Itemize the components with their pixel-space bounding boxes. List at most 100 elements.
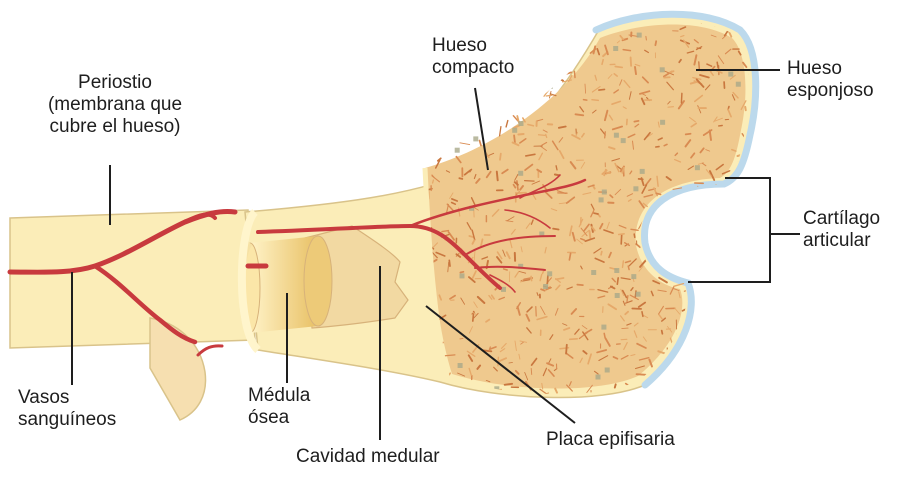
spongy-fleck	[710, 131, 711, 141]
spongy-fleck	[699, 213, 706, 214]
leader-cartilage-bracket	[688, 178, 770, 282]
spongy-fleck	[594, 213, 598, 214]
spongy-fleck	[550, 19, 555, 27]
spongy-fleck	[443, 20, 444, 25]
spongy-fleck	[688, 223, 692, 224]
spongy-fleck	[438, 123, 447, 124]
spongy-fleck	[506, 121, 508, 127]
spongy-dot	[458, 363, 463, 368]
spongy-fleck	[692, 331, 699, 338]
spongy-fleck	[423, 18, 424, 23]
spongy-fleck	[758, 40, 759, 45]
label-periosteum-line-3: cubre el hueso)	[20, 116, 210, 138]
label-articular-cartilage: Cartílago articular	[803, 208, 880, 252]
spongy-fleck	[570, 339, 578, 340]
spongy-fleck	[684, 238, 690, 245]
spongy-fleck	[575, 28, 580, 36]
spongy-dot	[705, 193, 710, 198]
spongy-fleck	[508, 15, 515, 20]
spongy-fleck	[652, 236, 662, 237]
spongy-fleck	[582, 28, 586, 31]
spongy-fleck	[676, 405, 677, 415]
spongy-fleck	[428, 52, 429, 58]
spongy-fleck	[488, 84, 494, 85]
spongy-fleck	[569, 253, 570, 260]
spongy-fleck	[581, 399, 586, 407]
spongy-fleck	[703, 220, 710, 226]
label-bone-marrow-line-1: Médula	[248, 385, 310, 407]
spongy-fleck	[590, 29, 591, 35]
spongy-fleck	[578, 10, 581, 11]
spongy-fleck	[560, 399, 562, 402]
spongy-fleck	[484, 19, 486, 28]
label-compact-bone: Hueso compacto	[432, 35, 514, 79]
spongy-fleck	[612, 11, 614, 20]
spongy-fleck	[726, 342, 728, 346]
spongy-fleck	[698, 344, 700, 350]
spongy-fleck	[541, 289, 545, 290]
spongy-dot	[601, 325, 606, 330]
spongy-fleck	[469, 236, 473, 237]
spongy-dot	[615, 293, 620, 298]
label-periosteum-line-2: (membrana que	[20, 94, 210, 116]
spongy-fleck	[736, 12, 743, 13]
spongy-dot	[660, 120, 665, 125]
spongy-fleck	[559, 127, 566, 128]
spongy-fleck	[714, 235, 719, 240]
spongy-fleck	[741, 20, 746, 25]
spongy-fleck	[619, 234, 624, 235]
spongy-fleck	[454, 24, 457, 25]
spongy-fleck	[719, 207, 723, 210]
spongy-dot	[614, 268, 619, 273]
spongy-fleck	[489, 23, 495, 26]
spongy-fleck	[657, 238, 660, 243]
spongy-fleck	[559, 53, 561, 55]
spongy-dot	[614, 133, 619, 138]
spongy-fleck	[713, 388, 715, 395]
spongy-fleck	[681, 212, 684, 221]
spongy-fleck	[734, 324, 738, 327]
spongy-fleck	[487, 22, 488, 29]
label-compact-bone-line-2: compacto	[432, 57, 514, 79]
spongy-fleck	[756, 374, 757, 383]
spongy-fleck	[565, 61, 568, 63]
spongy-fleck	[427, 390, 428, 395]
spongy-fleck	[517, 17, 519, 20]
spongy-fleck	[739, 192, 741, 195]
spongy-fleck	[726, 230, 729, 232]
spongy-fleck	[591, 33, 593, 37]
spongy-fleck	[673, 241, 676, 242]
spongy-fleck	[542, 56, 546, 57]
spongy-fleck	[424, 108, 427, 109]
spongy-fleck	[668, 107, 673, 108]
spongy-fleck	[562, 16, 564, 22]
spongy-dot	[695, 165, 700, 170]
label-periosteum-line-1: Periostio	[20, 72, 210, 94]
spongy-fleck	[504, 269, 508, 270]
spongy-fleck	[503, 98, 506, 105]
spongy-dot	[591, 270, 596, 275]
spongy-fleck	[634, 121, 638, 122]
spongy-fleck	[634, 234, 635, 237]
spongy-fleck	[433, 180, 434, 183]
spongy-fleck	[653, 398, 660, 402]
spongy-dot	[512, 128, 517, 133]
spongy-fleck	[585, 84, 586, 93]
spongy-fleck	[530, 23, 535, 27]
spongy-fleck	[562, 42, 565, 51]
spongy-fleck	[758, 52, 765, 56]
spongy-fleck	[651, 225, 656, 232]
spongy-fleck	[442, 231, 449, 232]
spongy-fleck	[655, 41, 656, 45]
spongy-fleck	[672, 252, 679, 255]
spongy-fleck	[459, 101, 461, 106]
spongy-dot	[547, 271, 552, 276]
spongy-dot	[599, 197, 604, 202]
spongy-fleck	[576, 114, 584, 115]
spongy-fleck	[707, 211, 708, 215]
label-compact-bone-line-1: Hueso	[432, 35, 514, 57]
spongy-dot	[636, 292, 641, 297]
spongy-dot	[637, 33, 642, 38]
spongy-fleck	[615, 67, 622, 68]
spongy-fleck	[674, 232, 681, 237]
